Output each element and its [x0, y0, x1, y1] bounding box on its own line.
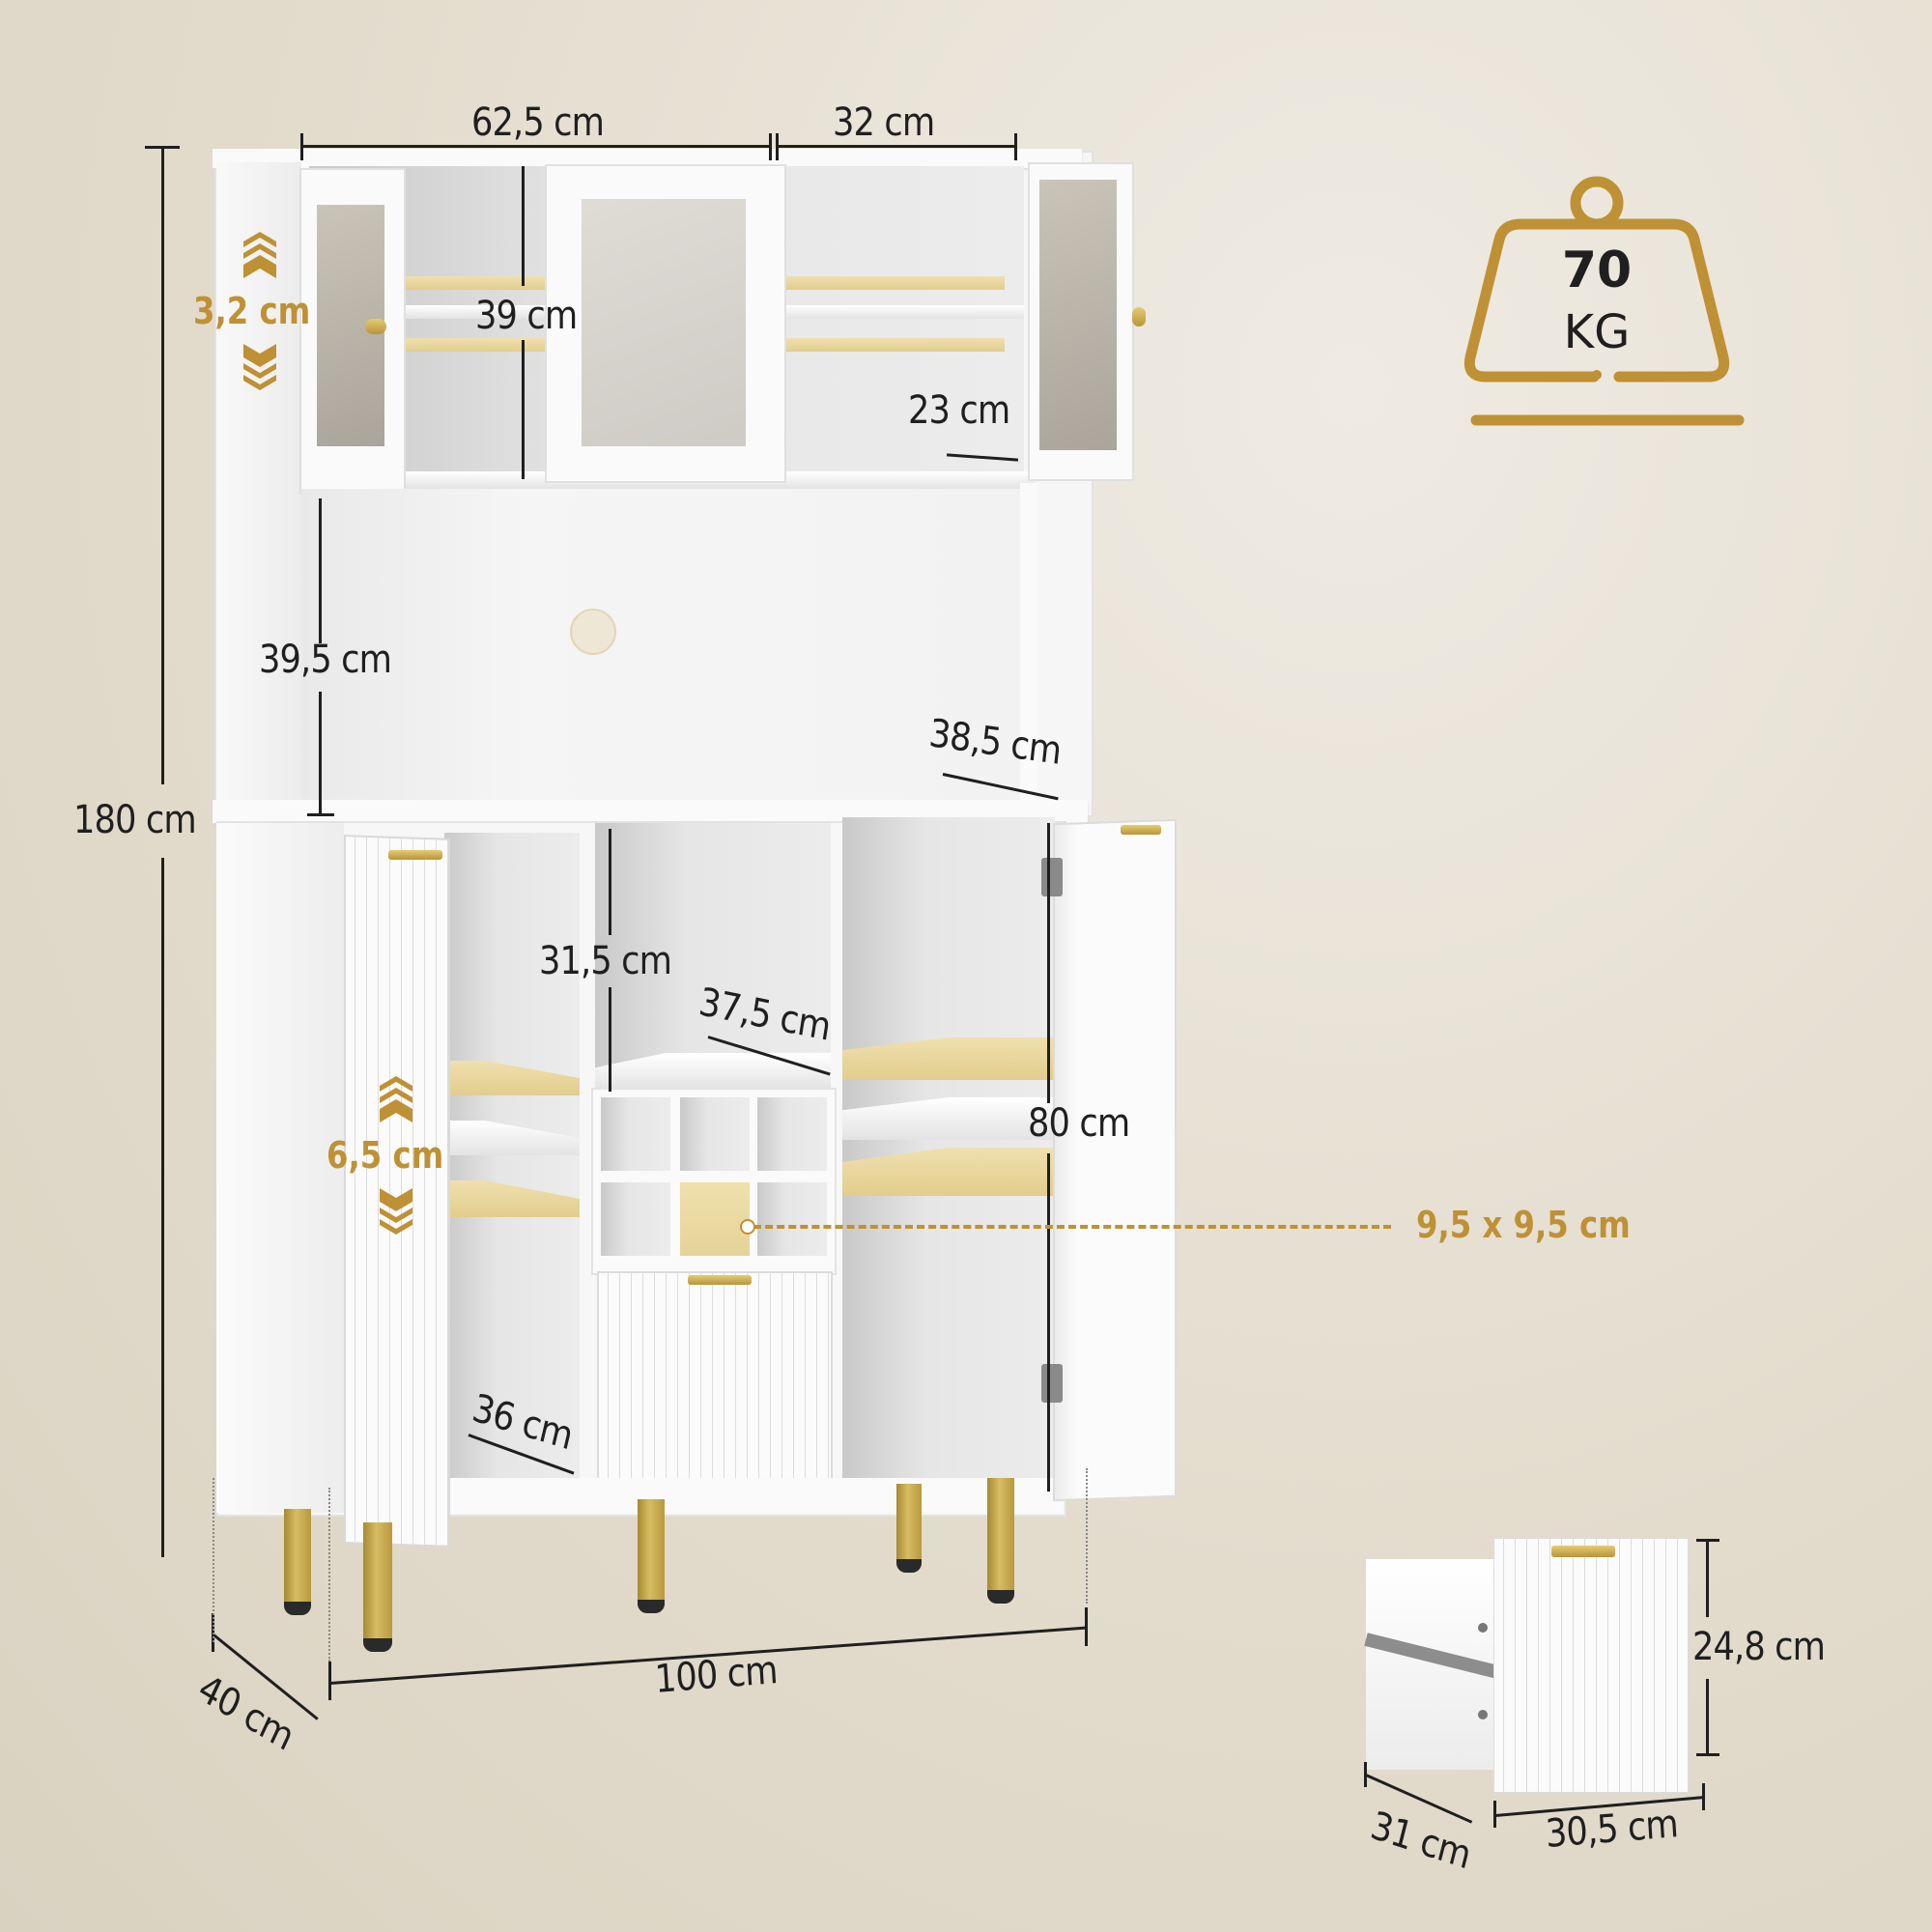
- label-top-left-width: 62,5 cm: [471, 100, 605, 145]
- label-drawer-width: 30,5 cm: [1544, 1802, 1680, 1857]
- wine-cube: [680, 1097, 750, 1171]
- dim-tick: [307, 813, 334, 816]
- label-drawer-height: 24,8 cm: [1692, 1625, 1826, 1669]
- dim-tick: [769, 133, 772, 160]
- label-open-shelf-height: 39,5 cm: [259, 638, 392, 682]
- load-value: 70: [1561, 242, 1633, 299]
- lower-left-side: [216, 823, 344, 1513]
- label-upper-depth: 23 cm: [908, 388, 1010, 433]
- hinge: [1041, 1364, 1063, 1403]
- leg: [284, 1509, 311, 1615]
- cable-hole: [570, 609, 616, 655]
- drawer-handle: [688, 1275, 752, 1285]
- dim-line-31-5: [609, 829, 611, 935]
- dim-line-80: [1047, 823, 1050, 1103]
- dim-line-31-5: [609, 987, 611, 1092]
- hutch-top: [213, 149, 1082, 168]
- dim-tick: [1085, 1607, 1088, 1646]
- dim-line-180: [161, 858, 164, 1557]
- hinge: [1041, 858, 1063, 896]
- guide-dotted-line: [213, 1478, 214, 1642]
- dim-line-180: [161, 147, 164, 784]
- label-lower-shelf-adjust: 6,5 cm: [327, 1134, 444, 1177]
- dim-tick: [1696, 1753, 1719, 1756]
- leg: [363, 1522, 392, 1652]
- base-bottom-board: [444, 1478, 1063, 1513]
- dim-tick: [776, 133, 779, 160]
- label-wine-cube-size: 9,5 x 9,5 cm: [1416, 1204, 1631, 1246]
- dim-line-39-5: [319, 692, 322, 815]
- hutch-left-side: [216, 162, 301, 811]
- dim-line-80: [1047, 1153, 1050, 1492]
- center-drawer: [597, 1271, 833, 1490]
- label-top-right-width: 32 cm: [833, 100, 935, 145]
- door-handle: [1121, 825, 1161, 835]
- open-shelf-section: [301, 489, 1036, 813]
- drawer-handle: [1551, 1546, 1615, 1557]
- dim-tick: [1493, 1801, 1496, 1828]
- label-upper-cabinet-height: 39 cm: [475, 294, 578, 338]
- drawer-front: [1493, 1538, 1689, 1793]
- glass-pane: [1039, 180, 1117, 450]
- guide-dotted-line: [1086, 1468, 1088, 1604]
- label-total-height: 180 cm: [73, 798, 197, 842]
- load-unit: KG: [1563, 305, 1631, 359]
- dim-tick: [1696, 1539, 1719, 1542]
- wine-rack: [591, 1088, 837, 1275]
- wine-cube: [757, 1182, 827, 1256]
- dim-line-top-left: [301, 145, 771, 148]
- lower-door-right: [1053, 818, 1177, 1502]
- dim-tick: [300, 133, 303, 160]
- dim-tick: [1014, 133, 1017, 160]
- chevron-up-icon: [243, 232, 276, 278]
- dim-line-drawer-height: [1706, 1540, 1709, 1617]
- chevron-down-icon: [380, 1188, 412, 1235]
- chevron-down-icon: [243, 344, 276, 390]
- open-shelf-right-side: [1020, 483, 1037, 802]
- center-compartment: [595, 823, 831, 1090]
- guide-dotted-line: [328, 1488, 330, 1662]
- dim-line-drawer-height: [1706, 1679, 1709, 1754]
- weight-icon: [1463, 176, 1745, 426]
- screw-icon: [1478, 1710, 1488, 1719]
- label-lower-cabinet-height: 80 cm: [1028, 1101, 1130, 1146]
- dim-line-top-right: [778, 145, 1015, 148]
- label-center-compartment-height: 31,5 cm: [539, 939, 672, 983]
- glass-door-left: [299, 168, 406, 495]
- dim-tick: [1702, 1783, 1705, 1810]
- door-handle: [388, 850, 442, 860]
- glass-pane: [582, 199, 746, 446]
- drawer-detail: 24,8 cm 31 cm 30,5 cm: [1352, 1526, 1932, 1878]
- wine-cube: [601, 1097, 670, 1171]
- screw-icon: [1478, 1623, 1488, 1633]
- dim-line-39: [522, 166, 525, 286]
- dim-tick: [1364, 1762, 1367, 1787]
- load-capacity-badge: 70 KG: [1449, 164, 1758, 435]
- door-knob: [1132, 307, 1146, 327]
- left-compartment: [444, 833, 580, 1490]
- glass-door-right: [1028, 162, 1134, 481]
- glass-door-center: [545, 164, 786, 483]
- leg: [987, 1478, 1014, 1604]
- wine-cube: [601, 1182, 670, 1256]
- leg: [896, 1484, 922, 1573]
- wine-cube-highlighted: [680, 1182, 750, 1256]
- dim-tick: [328, 1662, 331, 1700]
- door-knob: [365, 319, 386, 334]
- callout-dashed-line: [753, 1225, 1391, 1229]
- dim-tick: [145, 146, 180, 149]
- chevron-up-icon: [380, 1076, 412, 1122]
- dim-line-39: [522, 340, 525, 479]
- dim-line-39-5: [319, 498, 322, 643]
- leg: [638, 1499, 665, 1613]
- wine-cube: [757, 1097, 827, 1171]
- label-upper-shelf-adjust: 3,2 cm: [193, 290, 311, 332]
